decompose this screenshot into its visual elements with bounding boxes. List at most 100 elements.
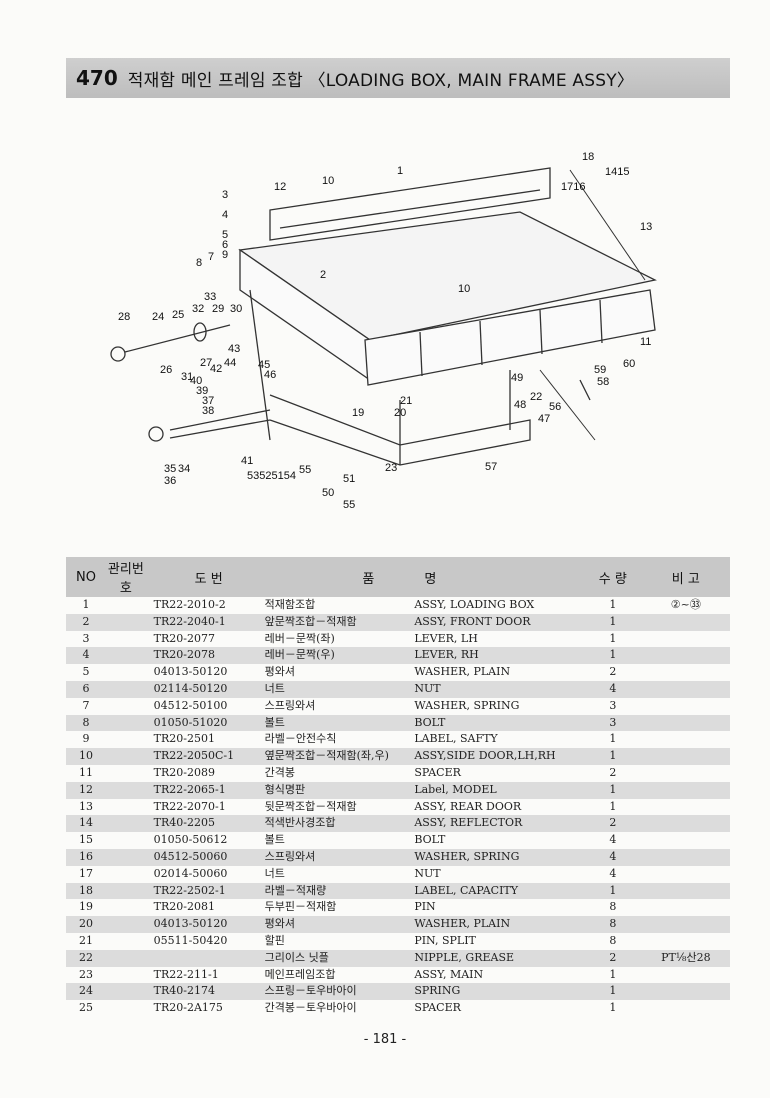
cell-drawing: TR20-2089 xyxy=(153,765,215,779)
callout-label: 41 xyxy=(241,455,253,467)
cell-drawing: 01050-51020 xyxy=(145,714,265,732)
callout-label: 1 xyxy=(397,165,403,177)
cell-mgmt xyxy=(106,848,146,866)
callout-label: 5 xyxy=(222,229,228,241)
callout-label: 46 xyxy=(264,369,276,381)
cell-qty: 1 xyxy=(584,748,642,765)
cell-no: 8 xyxy=(66,714,107,732)
cell-drawing: TR22-2070-1 xyxy=(153,799,226,813)
cell-drawing: TR22-2040-1 xyxy=(145,613,265,631)
cell-qty: 1 xyxy=(609,799,617,813)
cell-name-kr: 간격봉 xyxy=(264,765,296,779)
cell-drawing: TR20-2081 xyxy=(153,900,215,914)
cell-name-en: WASHER, PLAIN xyxy=(414,665,511,679)
cell-name-kr: 스프링와셔 xyxy=(264,698,316,712)
cell-name-en: ASSY, FRONT DOOR xyxy=(414,613,584,631)
callout-label: 32 xyxy=(192,303,204,315)
cell-name-en: NUT xyxy=(414,866,441,880)
cell-no: 1 xyxy=(82,598,90,611)
cell-name-kr: 형식명판 xyxy=(264,781,415,799)
callout-label: 39 xyxy=(196,385,208,397)
callout-label: 20 xyxy=(394,407,406,419)
cell-mgmt xyxy=(106,631,146,648)
callout-label: 48 xyxy=(514,399,526,411)
cell-mgmt xyxy=(106,714,146,732)
callout-label: 58 xyxy=(597,376,609,388)
cell-name-en: BOLT xyxy=(414,833,446,847)
cell-name-kr: 옆문짝조합－적재함(좌,우) xyxy=(264,748,415,765)
cell-mgmt xyxy=(106,597,146,614)
cell-mgmt xyxy=(106,1000,146,1017)
cell-name-kr: 뒷문짝조합－적재함 xyxy=(264,799,357,813)
cell-name-kr: 스프링－토우바아이 xyxy=(264,983,415,1001)
cell-remark xyxy=(641,647,730,665)
section-number: 470 xyxy=(76,66,118,90)
cell-qty: 1 xyxy=(609,1001,617,1015)
cell-qty: 8 xyxy=(584,916,642,933)
cell-name-kr: 간격봉－토우바아이 xyxy=(264,1001,357,1015)
cell-name-en: PIN xyxy=(414,900,436,914)
cell-remark: ②~㉝ xyxy=(670,598,701,611)
col-header-remark: 비 고 xyxy=(641,557,730,597)
cell-name-kr: 너트 xyxy=(264,680,415,698)
cell-remark xyxy=(641,714,730,732)
cell-remark xyxy=(642,1000,730,1017)
cell-name-en: PIN, SPLIT xyxy=(414,933,476,947)
callout-label: 55 xyxy=(343,499,355,511)
cell-remark: PT⅛산28 xyxy=(641,949,730,967)
callout-label: 59 xyxy=(594,364,606,376)
cell-no: 11 xyxy=(79,765,94,779)
cell-name-kr: 평와셔 xyxy=(264,916,415,933)
cell-mgmt xyxy=(106,933,146,950)
cell-remark xyxy=(642,631,730,648)
cell-qty: 8 xyxy=(609,933,617,947)
cell-drawing: TR22-2010-2 xyxy=(153,598,226,611)
cell-qty: 4 xyxy=(609,866,617,880)
callout-label: 8 xyxy=(196,257,202,269)
cell-name-en: LEVER, RH xyxy=(414,647,584,665)
cell-remark xyxy=(642,832,730,849)
callout-label: 53525154 xyxy=(247,470,296,482)
callout-label: 43 xyxy=(228,343,240,355)
cell-name-kr: 볼트 xyxy=(264,833,285,847)
page-number: - 181 - xyxy=(363,1032,407,1047)
callout-label: 19 xyxy=(352,407,364,419)
cell-drawing: 04013-50120 xyxy=(145,916,265,933)
cell-mgmt xyxy=(106,882,146,900)
cell-qty: 1 xyxy=(609,631,617,645)
cell-qty: 4 xyxy=(584,680,642,698)
callout-label: 22 xyxy=(530,391,542,403)
cell-qty: 4 xyxy=(609,833,617,847)
cell-no: 12 xyxy=(66,781,107,799)
cell-qty: 2 xyxy=(584,815,642,833)
cell-qty: 1 xyxy=(584,647,642,665)
cell-remark xyxy=(642,933,730,950)
cell-drawing: 01050-50612 xyxy=(153,833,228,847)
cell-qty: 1 xyxy=(584,882,642,900)
callout-label: 27 xyxy=(200,357,212,369)
callout-label: 11 xyxy=(640,336,651,348)
callout-label: 1415 xyxy=(605,166,629,178)
cell-remark xyxy=(641,983,730,1001)
cell-name-en: LABEL, SAFTY xyxy=(414,732,498,746)
cell-remark xyxy=(641,815,730,833)
cell-drawing xyxy=(145,949,265,967)
section-title: 적재함 메인 프레임 조합 〈LOADING BOX, MAIN FRAME A… xyxy=(127,70,635,91)
cell-name-en: SPACER xyxy=(414,1001,461,1015)
cell-name-kr: 적색반사경조합 xyxy=(264,815,415,833)
cell-name-kr: 앞문짝조합－적재함 xyxy=(264,613,415,631)
cell-name-kr: 두부핀－적재함 xyxy=(264,900,337,914)
cell-remark xyxy=(642,698,730,715)
callout-label: 24 xyxy=(152,311,164,323)
cell-no: 2 xyxy=(66,613,107,631)
cell-qty: 1 xyxy=(609,967,617,981)
cell-drawing: TR20-2078 xyxy=(145,647,265,665)
